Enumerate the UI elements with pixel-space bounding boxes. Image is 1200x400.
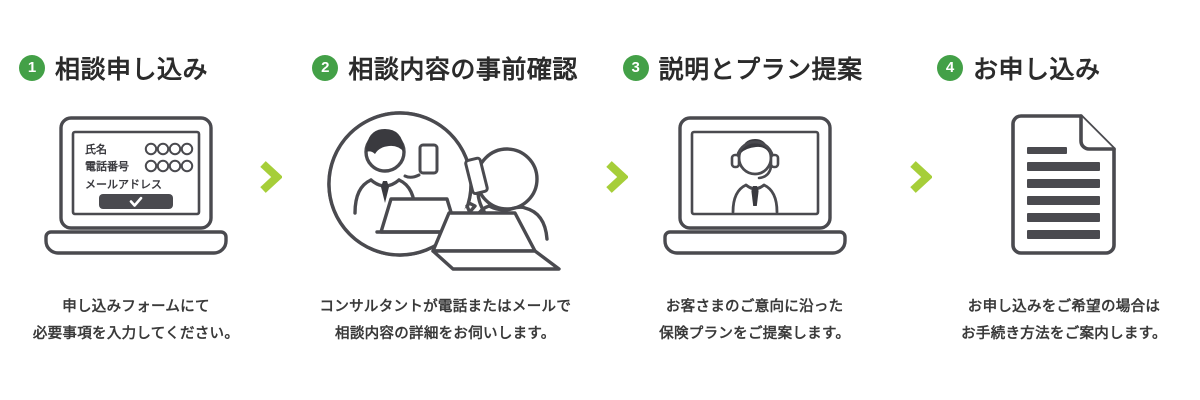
laptop-application-form-icon: 氏名 電話番号 メールアドレス [44,116,228,255]
form-label-phone: 電話番号 [85,159,129,173]
step-4-heading: 4 お申し込み [919,40,1200,96]
step-1-number-badge: 1 [19,55,45,81]
step-4-caption: お申し込みをご希望の場合は お手続き方法をご案内します。 [961,294,1167,348]
step-2-title: 相談内容の事前確認 [348,56,578,84]
document-with-folded-corner-icon [1011,114,1117,255]
flow-step-4: 4 お申し込み お申し込みをご希望の場合は お手続き [928,0,1200,400]
step-3-illustration [660,102,850,272]
chevron-right-icon [606,161,628,193]
step-4-caption-line-2: お手続き方法をご案内します。 [961,325,1167,342]
consultant-figure [353,129,464,234]
step-4-title: お申し込み [972,56,1101,84]
step-3-title: 説明とプラン提案 [658,56,863,84]
check-icon [129,196,143,207]
flow-step-3: 3 説明とプラン提案 [619,0,891,400]
step-2-number-badge: 2 [312,55,339,81]
step-2-heading: 2 相談内容の事前確認 [306,40,584,96]
headset-operator-figure [730,139,779,214]
step-3-caption: お客さまのご意向に沿った 保険プランをご提案します。 [659,294,850,348]
form-submit-button [99,194,173,209]
step-2-caption-line-1: コンサルタントが電話またはメールで [319,299,572,315]
step-1-caption-line-1: 申し込みフォームにて [62,299,210,315]
step-1-heading: 1 相談申し込み [0,40,291,96]
step-4-caption-line-1: お申し込みをご希望の場合は [967,299,1161,315]
consultant-speech-bubble-and-customer-icon [327,111,562,271]
step-3-caption-line-2: 保険プランをご提案します。 [659,325,851,342]
flow-step-2: 2 相談内容の事前確認 [309,0,581,400]
step-3-number-badge: 3 [622,55,649,81]
step-1-caption: 申し込みフォームにて 必要事項を入力してください。 [33,294,239,348]
step-3-heading: 3 説明とプラン提案 [615,40,895,96]
step-3-caption-line-1: お客さまのご意向に沿った [665,299,844,315]
flow-step-1: 1 相談申し込み 氏名 電話番号 [0,0,272,400]
connector-1 [258,160,282,194]
connector-2 [604,160,628,194]
step-4-number-badge: 4 [936,55,963,81]
step-4-illustration [1001,102,1126,272]
form-label-email: メールアドレス [85,178,162,191]
customer-figure [431,147,562,271]
step-1-caption-line-2: 必要事項を入力してください。 [32,325,240,342]
step-2-caption: コンサルタントが電話またはメールで 相談内容の詳細をお伺いします。 [320,294,572,348]
laptop-headset-operator-icon [662,116,847,255]
step-2-caption-line-2: 相談内容の詳細をお伺いします。 [335,325,556,342]
chevron-right-icon [910,161,932,193]
step-1-title: 相談申し込み [55,56,209,84]
step-2-illustration [325,102,565,272]
step-1-illustration: 氏名 電話番号 メールアドレス [41,102,231,272]
document-text-lines [1027,147,1101,239]
chevron-right-icon [260,161,282,193]
form-label-name: 氏名 [85,142,107,156]
connector-3 [908,160,932,194]
